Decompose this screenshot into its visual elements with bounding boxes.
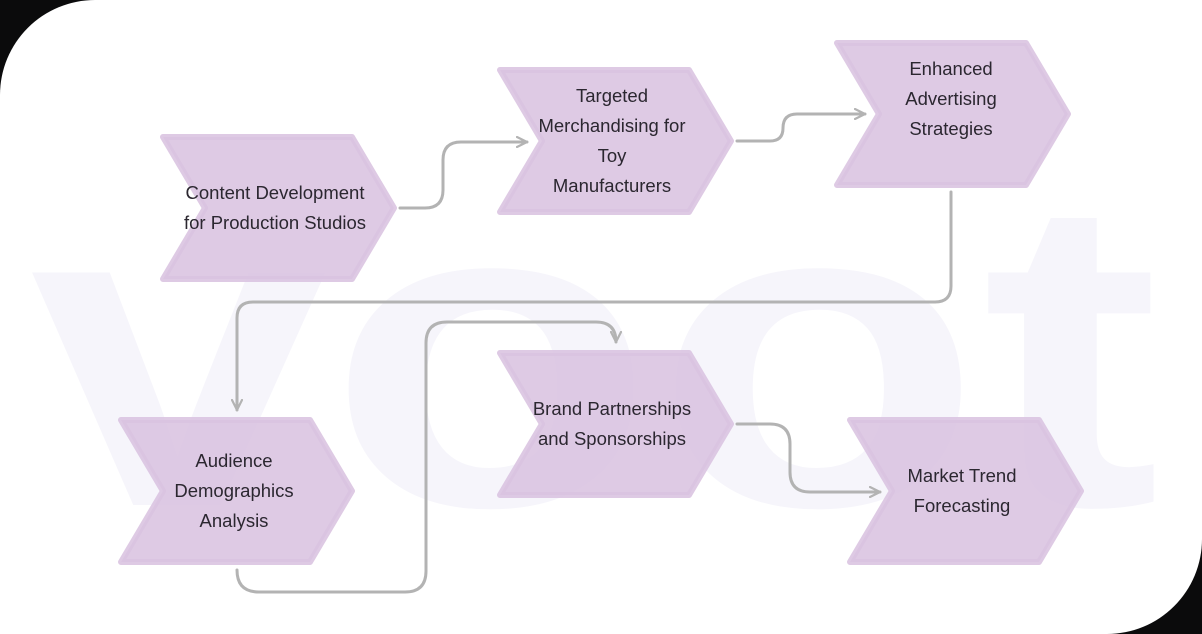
node-shape-n1[interactable] [160,134,397,282]
node-label-enhanced-advertising: Enhanced Advertising Strategies [851,28,1051,170]
connector-n1-n2 [398,142,529,210]
node-text: Enhanced Advertising Strategies [905,58,997,139]
node-shape-n6[interactable] [847,417,1084,565]
node-label-audience-demographics: Audience Demographics Analysis [134,420,334,562]
node-text: Brand Partnerships and Sponsorships [532,398,692,449]
node-text: Market Trend Forecasting [907,465,1017,516]
node-shape-n5[interactable] [497,350,734,498]
node-label-market-trend: Market Trend Forecasting [862,420,1062,562]
node-shape-n4[interactable] [118,417,355,565]
connector-n4-n5 [235,320,616,594]
node-shape-n3[interactable] [834,40,1071,188]
connector-n5-n6 [735,422,882,492]
node-text: Content Development for Production Studi… [183,182,367,233]
node-text: Audience Demographics Analysis [174,450,294,531]
connector-n3-n4 [237,190,953,412]
node-label-brand-partnerships: Brand Partnerships and Sponsorships [512,353,712,495]
node-label-targeted-merchandising: Targeted Merchandising for Toy Manufactu… [512,70,712,212]
node-label-content-development: Content Development for Production Studi… [175,137,375,279]
node-shape-n2[interactable] [497,67,734,215]
connector-n2-n3 [735,114,867,143]
node-text: Targeted Merchandising for Toy Manufactu… [538,85,686,196]
